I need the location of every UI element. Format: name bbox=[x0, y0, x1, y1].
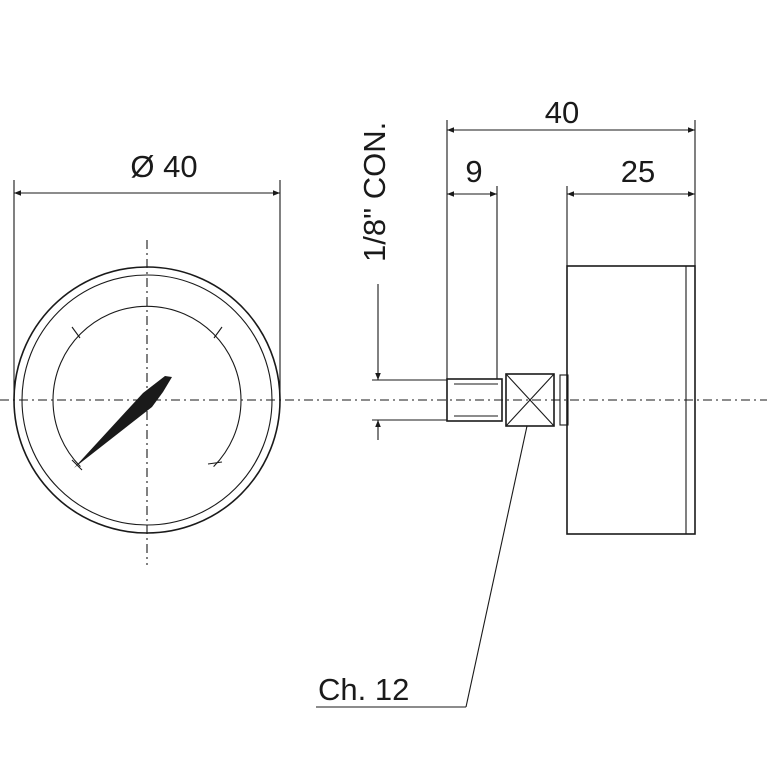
case-collar bbox=[559, 374, 569, 426]
scale-tick-upper-left bbox=[71, 326, 81, 339]
gauge-front-view: Ø 40 bbox=[13, 149, 281, 565]
overall-depth-label: 40 bbox=[545, 95, 579, 130]
hex-nut bbox=[505, 373, 555, 427]
case-depth-label: 25 bbox=[621, 154, 655, 189]
gauge-scale-arc bbox=[52, 305, 242, 467]
hex-nut-cross-2 bbox=[505, 373, 555, 427]
scale-tick-upper-right bbox=[213, 326, 223, 339]
wrench-size-label: Ch. 12 bbox=[318, 672, 409, 707]
gauge-side-view: 1/8" CON. 40 9 25 Ch. 12 bbox=[316, 95, 696, 708]
threaded-connector bbox=[446, 378, 503, 422]
connection-label: 1/8" CON. bbox=[357, 122, 392, 262]
gauge-needle bbox=[74, 376, 172, 468]
scale-tick-lower-right bbox=[207, 461, 223, 465]
gauge-case bbox=[566, 265, 696, 535]
connector-length-label: 9 bbox=[465, 154, 482, 189]
diameter-label: Ø 40 bbox=[130, 149, 197, 184]
wrench-leader-line bbox=[465, 425, 528, 708]
